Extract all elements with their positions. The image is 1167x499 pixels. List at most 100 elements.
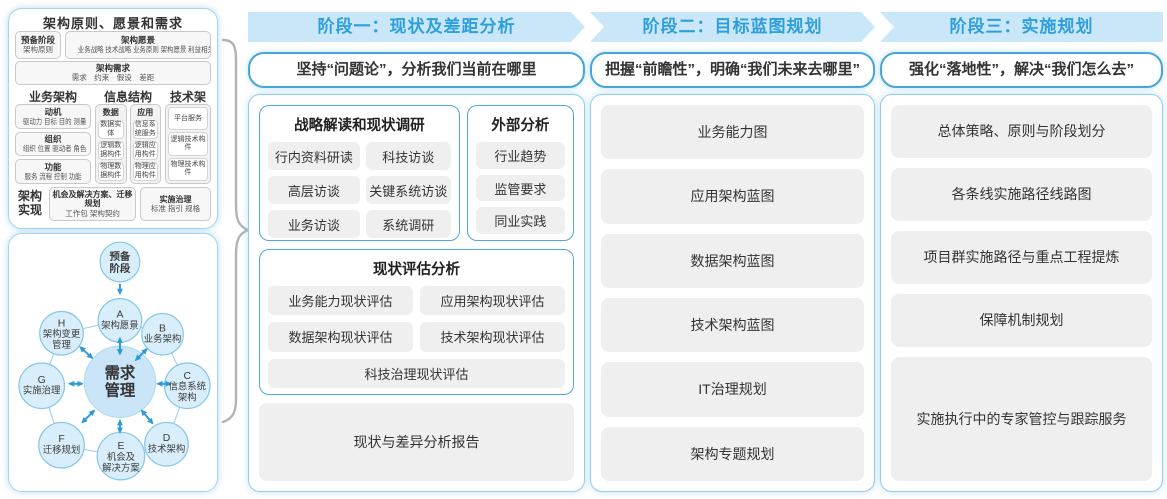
item-box: 业务访谈: [268, 210, 360, 238]
opportunities-migration-box: 机会及解决方案、迁移规划 工作包 架构契约: [49, 187, 137, 221]
prep-phase-circle: [99, 241, 141, 283]
item-box: 业务能力图: [601, 105, 864, 160]
application-subcolumn: 应用 信息系统服务 逻辑应用构件 物理应用构件: [129, 104, 161, 184]
architecture-implementation-row: 架构实现 机会及解决方案、迁移规划 工作包 架构契约 实施治理 标准 指引 规格: [15, 187, 211, 221]
application-item: 物理应用构件: [132, 162, 158, 181]
adm-node-d-circle: [144, 421, 189, 467]
item-box: 实施执行中的专家管控与跟踪服务: [891, 356, 1152, 481]
organization-text: 组织 位置 驱动者 角色: [22, 144, 87, 154]
external-analysis-title: 外部分析: [491, 118, 550, 134]
function-text: 服务 流程 控制 功能: [24, 172, 82, 182]
technology-architecture-column: 技术架构 平台服务 逻辑技术构件 物理技术构件: [165, 88, 211, 184]
architecture-content-panel: 架构原则、愿景和需求 预备阶段 架构原则 架构愿景 业务战略 技术战略 业务原则…: [8, 8, 218, 229]
business-architecture-column: 业务架构 动机 驱动力 目标 目的 测量 组织 组织 位置 驱动者 角色 功能 …: [15, 88, 91, 185]
phase2-header: 阶段二：目标蓝图规划: [590, 12, 875, 42]
phase1-header: 阶段一：现状及差距分析: [248, 12, 585, 42]
phase3-subtitle: 强化“落地性”，解决“我们怎么去”: [880, 52, 1163, 88]
data-title: 数据: [102, 108, 119, 117]
external-analysis-items: 行业趋势 监管要求 同业实践: [475, 142, 565, 235]
opportunities-migration-text: 工作包 架构契约: [65, 208, 120, 218]
requirements-title: 架构需求: [95, 63, 130, 74]
business-architecture-title: 业务架构: [28, 90, 77, 104]
item-box: 项目群实施路径与重点工程提炼: [891, 230, 1152, 284]
function-title: 功能: [44, 161, 62, 172]
prep-phase-title: 预备阶段: [20, 35, 55, 46]
center-h-arrow: [79, 346, 94, 360]
adm-node-g-circle: [18, 362, 66, 410]
item-box: 关键系统访谈: [365, 176, 451, 204]
adm-node-f-circle: [38, 421, 85, 469]
item-box: 行内资料研读: [268, 142, 360, 170]
implementation-governance-box: 实施治理 标准 指引 规格: [140, 187, 211, 221]
current-state-evaluation-items: 业务能力现状评估 应用架构现状评估 数据架构现状评估 技术架构现状评估 科技治理…: [268, 286, 565, 388]
architecture-vision-box: 架构愿景 业务战略 技术战略 业务原则 架构愿景 利益相关者: [65, 31, 211, 59]
technology-items: 平台服务 逻辑技术构件 物理技术构件: [165, 104, 211, 184]
organization-title: 组织: [44, 134, 62, 145]
prep-vision-row: 预备阶段 架构原则 架构愿景 业务战略 技术战略 业务原则 架构愿景 利益相关者: [15, 31, 211, 59]
item-box: 架构专题规划: [601, 426, 864, 481]
data-item: 数据实体: [98, 120, 124, 139]
item-box: 科技访谈: [365, 142, 451, 170]
gap-analysis-report-box: 现状与差异分析报告: [259, 403, 574, 481]
vision-text: 业务战略 技术战略 业务原则 架构愿景 利益相关者: [77, 45, 211, 55]
item-box: 行业趋势: [475, 142, 565, 169]
item-box: 技术架构现状评估: [420, 322, 565, 352]
implementation-governance-text: 标准 指引 规格: [150, 204, 201, 214]
current-state-evaluation-group: 现状评估分析 业务能力现状评估 应用架构现状评估 数据架构现状评估 技术架构现状…: [259, 249, 574, 395]
item-box: 应用架构现状评估: [420, 286, 565, 316]
phase-content-row: 战略解读和现状调研 行内资料研读 科技访谈 高层访谈 关键系统访谈 业务访谈 系…: [248, 94, 1163, 492]
implementation-governance-title: 实施治理: [159, 194, 192, 204]
current-state-evaluation-title: 现状评估分析: [373, 262, 460, 278]
item-box: 高层访谈: [268, 176, 360, 204]
information-structure-title: 信息结构: [103, 90, 152, 104]
organization-box: 组织 组织 位置 驱动者 角色: [15, 131, 91, 157]
center-d-arrow: [140, 409, 154, 425]
item-box: 科技治理现状评估: [268, 358, 565, 388]
external-analysis-group: 外部分析 行业趋势 监管要求 同业实践: [466, 105, 574, 241]
phase3-container: 总体策略、原则与阶段划分 各条线实施路径线路图 项目群实施路径与重点工程提炼 保…: [880, 94, 1163, 492]
architecture-requirements-box: 架构需求 需求 约束 假设 差距: [15, 61, 211, 85]
phase1-container: 战略解读和现状调研 行内资料研读 科技访谈 高层访谈 关键系统访谈 业务访谈 系…: [248, 94, 585, 492]
item-box: IT治理规划: [601, 362, 864, 417]
technology-item: 平台服务: [168, 107, 208, 131]
requirements-text: 需求 约束 假设 差距: [71, 73, 155, 83]
item-box: 监管要求: [475, 174, 565, 202]
application-item: 信息系统服务: [132, 120, 158, 139]
center-f-arrow: [81, 409, 96, 424]
data-item: 逻辑数据构件: [98, 141, 124, 160]
panel-title: 架构原则、愿景和需求: [42, 16, 183, 31]
strategy-research-items: 行内资料研读 科技访谈 高层访谈 关键系统访谈 业务访谈 系统调研: [268, 142, 451, 238]
business-architecture-groups: 动机 驱动力 目标 目的 测量 组织 组织 位置 驱动者 角色 功能 服务 流程…: [15, 104, 91, 185]
item-box: 总体策略、原则与阶段划分: [891, 105, 1152, 158]
opportunities-migration-title: 机会及解决方案、迁移规划: [52, 189, 133, 209]
phase-header-band: 阶段一：现状及差距分析 阶段二：目标蓝图规划 阶段三：实施规划: [248, 12, 1163, 42]
item-box: 同业实践: [475, 207, 565, 235]
phase3-header: 阶段三：实施规划: [880, 12, 1163, 42]
center-b-arrow: [134, 348, 148, 362]
prep-phase-label: 预备阶段: [110, 250, 131, 275]
phase1-subtitle: 坚持“问题论”，分析我们当前在哪里: [248, 52, 585, 88]
item-box: 应用架构蓝图: [601, 169, 864, 224]
phase1-top-row: 战略解读和现状调研 行内资料研读 科技访谈 高层访谈 关键系统访谈 业务访谈 系…: [259, 105, 574, 241]
vision-title: 架构愿景: [120, 35, 155, 46]
phase-subtitle-row: 坚持“问题论”，分析我们当前在哪里 把握“前瞻性”，明确“我们未来去哪里” 强化…: [248, 52, 1163, 88]
item-box: 系统调研: [365, 210, 451, 238]
application-item: 逻辑应用构件: [132, 141, 158, 160]
motivation-title: 动机: [44, 106, 62, 117]
requirements-center-label: 需求管理: [105, 363, 136, 400]
architecture-columns: 业务架构 动机 驱动力 目标 目的 测量 组织 组织 位置 驱动者 角色 功能 …: [15, 88, 211, 185]
curly-brace: [221, 38, 251, 424]
data-subcolumn: 数据 数据实体 逻辑数据构件 物理数据构件: [95, 104, 127, 184]
function-box: 功能 服务 流程 控制 功能: [15, 159, 91, 185]
technology-item: 逻辑技术构件: [168, 132, 208, 156]
